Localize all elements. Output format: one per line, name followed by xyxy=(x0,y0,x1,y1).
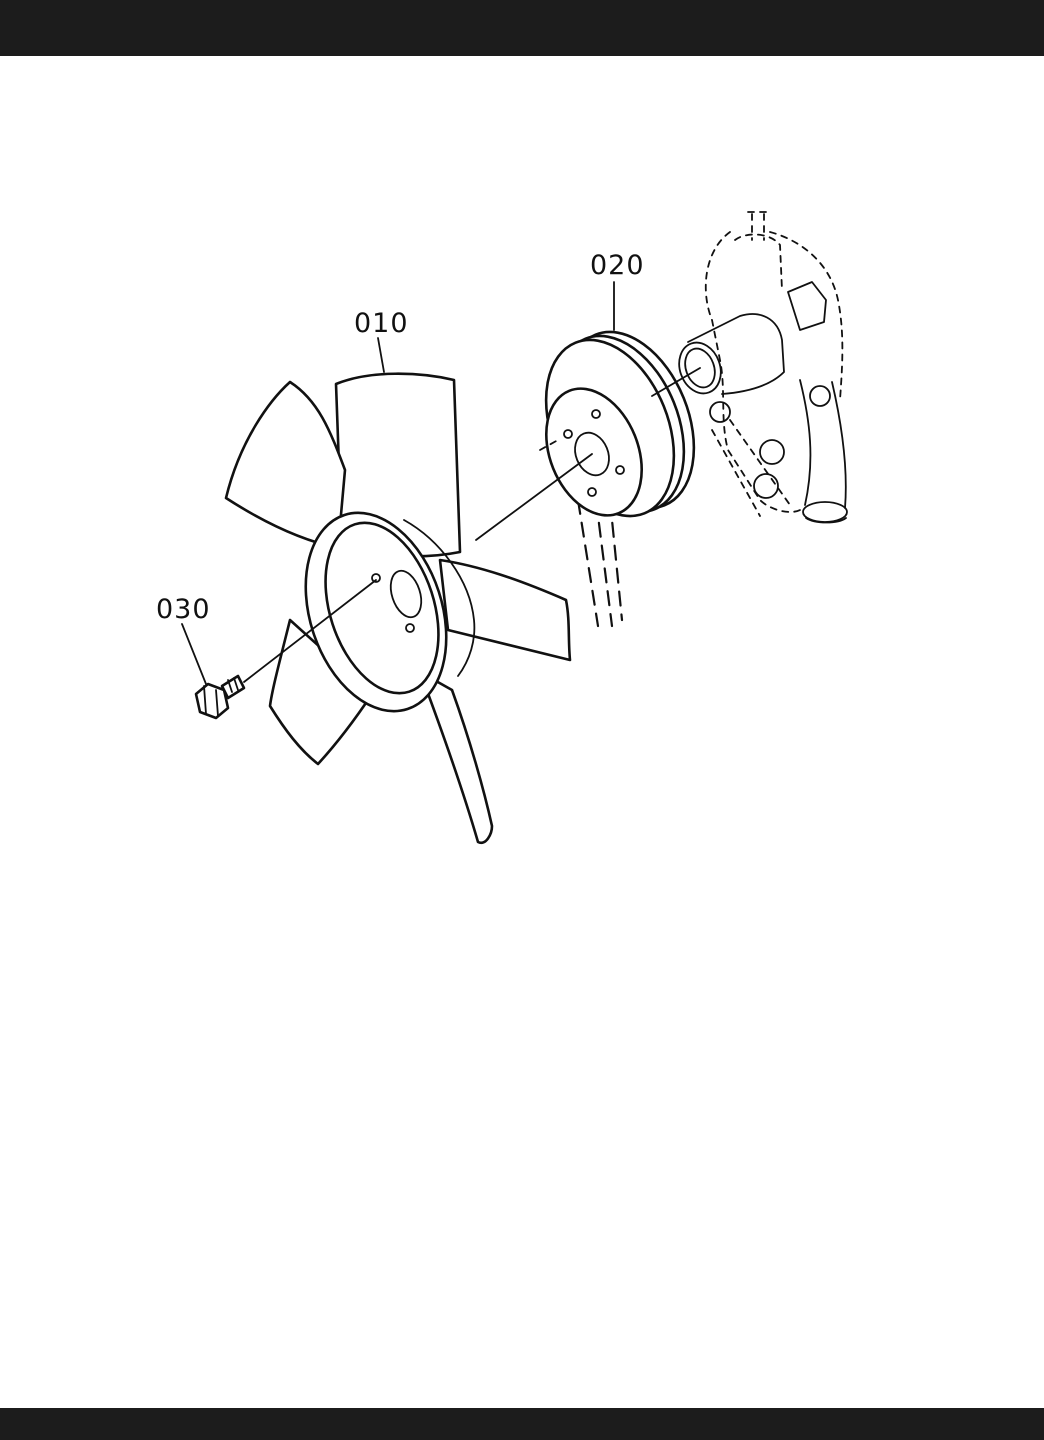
cooling-fan xyxy=(226,374,570,843)
water-pump-housing xyxy=(672,212,847,523)
bolt xyxy=(196,676,244,718)
label-030: 030 xyxy=(156,594,211,625)
label-020: 020 xyxy=(590,250,645,281)
label-010: 010 xyxy=(354,308,409,339)
pulley xyxy=(522,313,718,626)
